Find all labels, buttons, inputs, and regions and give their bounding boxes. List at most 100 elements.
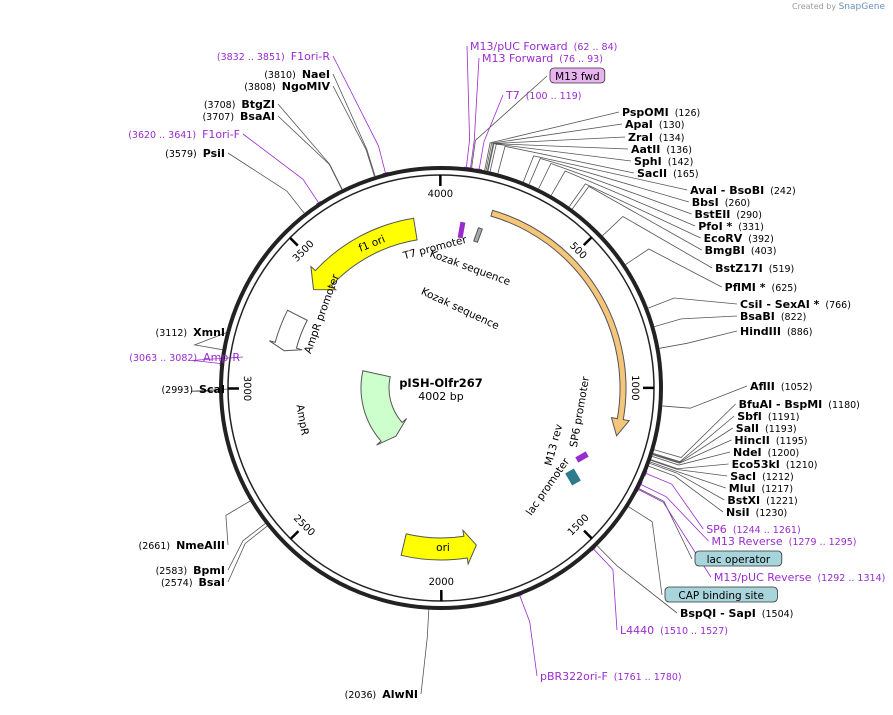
- feature-range: (76 .. 93): [559, 54, 603, 65]
- enzyme-position: (519): [769, 264, 795, 275]
- enzyme-position: (625): [771, 283, 797, 294]
- tick-label: 3000: [241, 376, 252, 401]
- feature-range: (1279 .. 1295): [789, 537, 857, 548]
- enzyme-position: (822): [781, 312, 807, 323]
- enzyme-name: PflMI *: [725, 281, 766, 294]
- enzyme-position: (142): [668, 157, 694, 168]
- feature-name: M13/pUC Reverse: [714, 571, 812, 584]
- feature-name: pBR322ori-F: [540, 670, 608, 683]
- leader-line: [568, 183, 701, 239]
- leader-line: [653, 415, 735, 463]
- enzyme-name: BstZ17I: [715, 262, 763, 275]
- enzyme-position: (165): [673, 169, 699, 180]
- enzyme-name: PspOMI: [622, 106, 669, 119]
- enzyme-label-bspqi-sapi: BspQI - SapI(1504): [680, 607, 793, 620]
- enzyme-position: (126): [675, 108, 701, 119]
- enzyme-position: (2583): [156, 566, 188, 577]
- leader-line: [662, 385, 748, 409]
- enzyme-position: (130): [659, 120, 685, 131]
- feature-name: M13/pUC Forward: [470, 40, 568, 53]
- leader-line: [571, 185, 702, 251]
- leader-line: [242, 133, 319, 204]
- leader-line: [650, 459, 728, 477]
- enzyme-position: (3708): [204, 100, 236, 111]
- leader-line: [528, 158, 689, 203]
- enzyme-label-btgzi: (3708)BtgZI: [204, 98, 275, 111]
- leader-line: [638, 489, 712, 578]
- enzyme-position: (1180): [828, 400, 860, 411]
- tick-mark: [583, 529, 593, 540]
- feature-label-lac-operator: lac operator: [694, 550, 783, 567]
- enzyme-name: AatII: [631, 143, 660, 156]
- enzyme-label-sbfi: SbfI(1191): [737, 410, 799, 423]
- feature-f1-ori: [310, 217, 418, 291]
- enzyme-label-zrai: ZraI(134): [628, 131, 684, 144]
- enzyme-name: BsaBI: [740, 310, 775, 323]
- plasmid-length: 4002 bp: [418, 390, 463, 403]
- enzyme-label-bpmi: (2583)BpmI: [156, 564, 225, 577]
- enzyme-name: SalI: [736, 422, 759, 435]
- enzyme-name: NsiI: [726, 506, 750, 519]
- enzyme-name: SacII: [637, 167, 667, 180]
- leader-line: [420, 609, 430, 695]
- enzyme-label-mlui: MluI(1217): [729, 482, 793, 495]
- label-box: [664, 586, 778, 603]
- enzyme-name: MluI: [729, 482, 756, 495]
- feature-ampr-promoter: [269, 309, 308, 352]
- enzyme-position: (886): [787, 327, 813, 338]
- enzyme-label-ngomiv: (3808)NgoMIV: [244, 80, 330, 93]
- enzyme-label-naei: (3810)NaeI: [264, 68, 330, 81]
- enzyme-position: (1195): [776, 436, 808, 447]
- plasmid-name: pISH-Olfr267: [399, 376, 483, 390]
- snapgene-logo: SnapGene: [838, 2, 885, 12]
- leader-line: [538, 162, 692, 215]
- enzyme-label-bstxi: BstXI(1221): [727, 494, 797, 507]
- enzyme-position: (1221): [766, 496, 798, 507]
- enzyme-position: (1504): [762, 609, 794, 620]
- leader-line: [227, 525, 268, 583]
- enzyme-name: SacI: [730, 470, 756, 483]
- enzyme-position: (260): [725, 198, 751, 209]
- enzyme-label-hincii: HincII(1195): [734, 434, 807, 447]
- feature-name: T7: [505, 89, 520, 102]
- label-box-text: CAP binding site: [678, 590, 764, 602]
- leader-line: [628, 506, 663, 596]
- enzyme-name: Eco53kI: [732, 458, 780, 471]
- feature-range: (3832 .. 3851): [217, 52, 285, 63]
- feature-ori: [400, 528, 477, 566]
- leader-line: [332, 85, 375, 177]
- tick-mark: [289, 530, 300, 540]
- enzyme-label-bsteii: BstEII(290): [695, 208, 762, 221]
- leader-line: [652, 439, 732, 464]
- enzyme-label-csii-sexai: CsiI - SexAI *(766): [740, 298, 851, 311]
- enzyme-position: (1191): [768, 412, 800, 423]
- enzyme-label-nmeaiii: (2661)NmeAIII: [138, 539, 225, 552]
- enzyme-label-aatii: AatII(136): [631, 143, 692, 156]
- leader-line: [550, 170, 696, 227]
- backbone-outer: [219, 166, 663, 610]
- leader-line: [648, 465, 724, 513]
- feature-range: (3063 .. 3082): [129, 353, 197, 364]
- tick-label: 2000: [429, 577, 454, 588]
- enzyme-name: PfoI *: [698, 220, 732, 233]
- enzyme-position: (1230): [756, 508, 788, 519]
- lac-promoter-mark: [565, 468, 581, 486]
- enzyme-position: (3808): [244, 82, 276, 93]
- enzyme-position: (1052): [781, 382, 813, 393]
- enzyme-label-saci: SacI(1212): [730, 470, 794, 483]
- enzyme-label-nsii: NsiI (1230): [726, 506, 787, 519]
- feature-label-l4440: L4440(1510 .. 1527): [620, 624, 728, 637]
- enzyme-name: BstEII: [695, 208, 731, 221]
- leader-line: [649, 462, 725, 501]
- enzyme-label-scai: (2993)ScaI: [161, 383, 225, 396]
- enzyme-label-avai-bsobi: AvaI - BsoBI(242): [690, 184, 796, 197]
- enzyme-label-bfuai-bspmi: BfuAI - BspMI(1180): [739, 398, 860, 411]
- enzyme-position: (134): [659, 133, 685, 144]
- leader-line: [227, 152, 305, 214]
- leader-line: [602, 216, 713, 269]
- enzyme-label-bmgbi: BmgBI(403): [705, 244, 777, 257]
- feature-label-pbr322ori-f: pBR322ori-F(1761 .. 1780): [540, 670, 682, 683]
- site-labels: M13/pUC Forward(62 .. 84)M13 Forward(76 …: [128, 40, 885, 701]
- enzyme-position: (392): [748, 234, 774, 245]
